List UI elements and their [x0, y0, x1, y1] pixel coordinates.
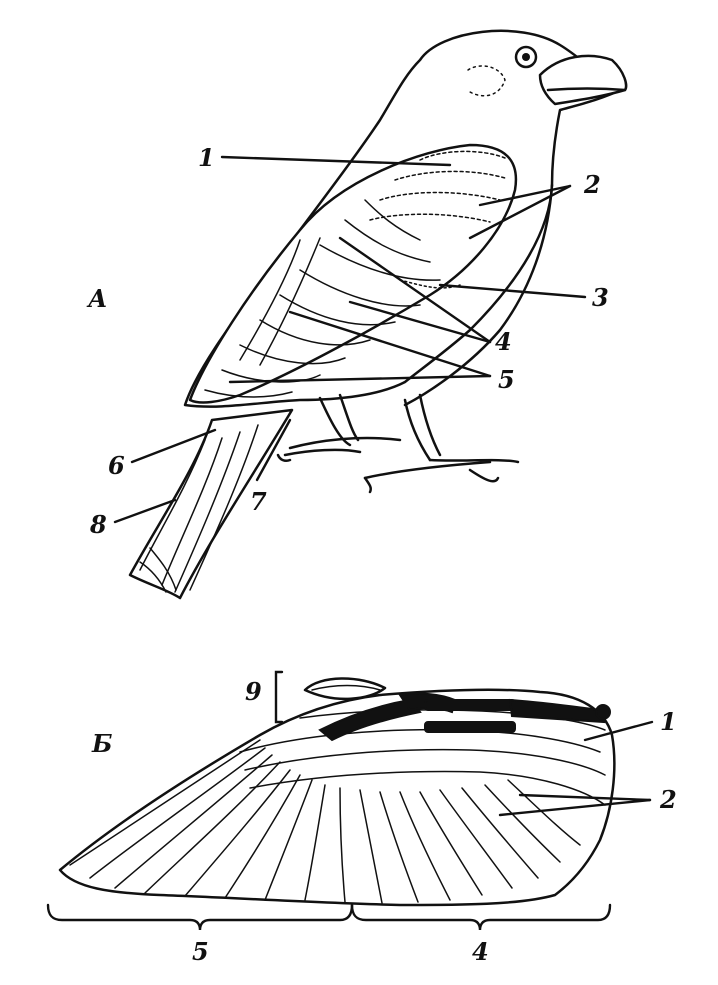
bird-wing — [188, 143, 518, 404]
wing-feathers — [58, 688, 616, 907]
panel-b-wing: Б 9 1 2 5 4 — [46, 670, 677, 966]
panel-a-leaders — [113, 155, 587, 524]
label-a-4: 4 — [495, 327, 512, 356]
panel-b-leaders — [498, 720, 654, 817]
bird-tail — [128, 408, 294, 600]
bird-beak — [538, 54, 628, 106]
label-b-4: 4 — [472, 937, 489, 966]
label-a-5: 5 — [498, 365, 515, 394]
label-b-2: 2 — [659, 785, 677, 814]
label-a-2: 2 — [583, 170, 601, 199]
label-b-1: 1 — [660, 707, 677, 736]
alula — [303, 677, 387, 701]
label-b-9: 9 — [245, 677, 262, 706]
label-a-1: 1 — [198, 143, 215, 172]
label-a-8: 8 — [89, 510, 107, 539]
label-a-7: 7 — [250, 487, 267, 516]
label-b-5: 5 — [192, 937, 209, 966]
label-a-3: 3 — [592, 283, 609, 312]
panel-a-bird: А 1 2 3 4 5 6 7 8 — [86, 29, 628, 600]
panel-b-letter: Б — [91, 729, 113, 758]
panel-a-letter: А — [86, 284, 108, 313]
bird-legs — [276, 393, 520, 494]
bottom-braces — [46, 903, 612, 931]
wing-bones — [318, 692, 611, 742]
bird-eye — [514, 45, 538, 69]
label-a-6: 6 — [108, 451, 125, 480]
